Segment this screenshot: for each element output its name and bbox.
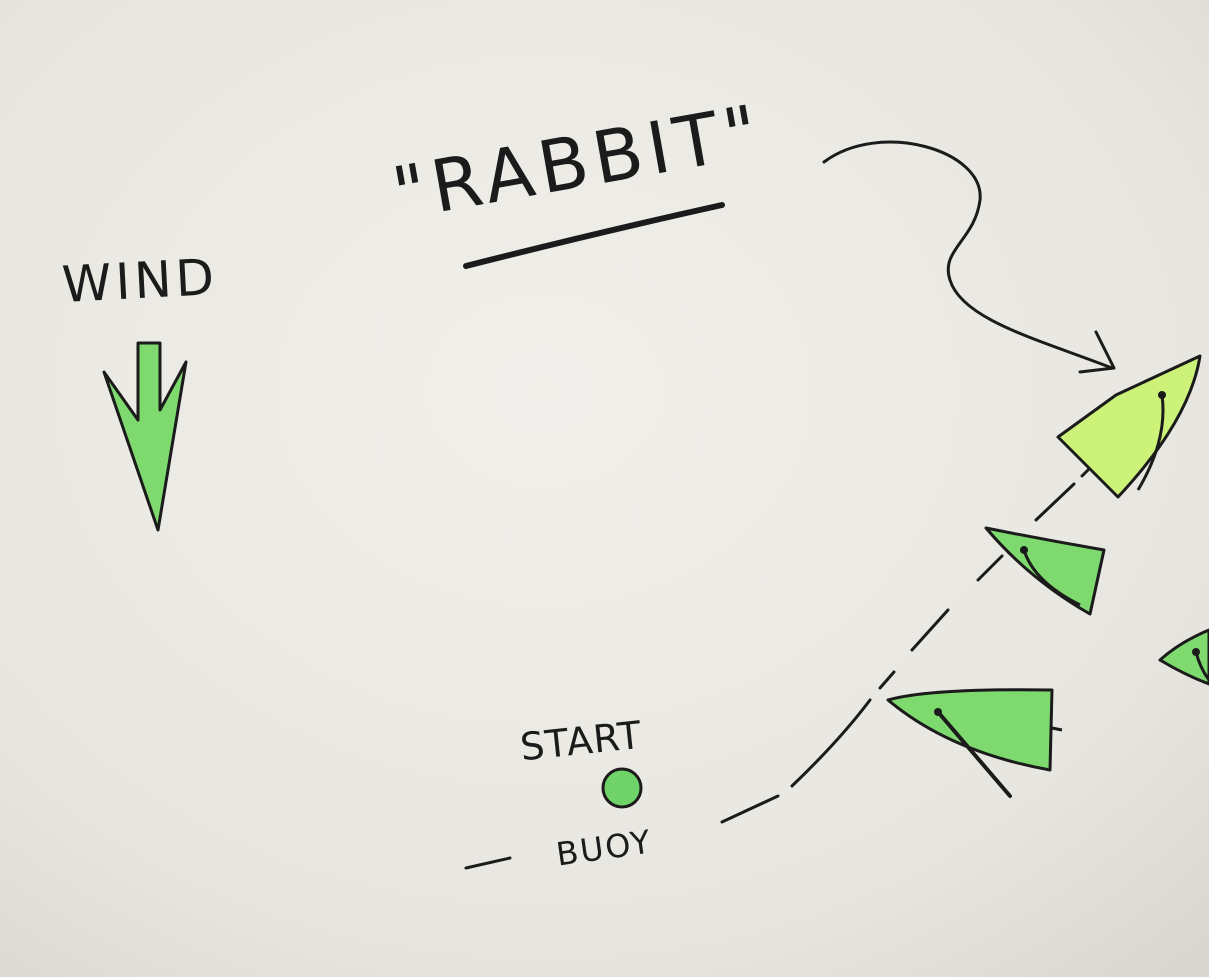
wind-label: WIND bbox=[61, 252, 219, 310]
start-buoy-icon bbox=[603, 769, 641, 807]
